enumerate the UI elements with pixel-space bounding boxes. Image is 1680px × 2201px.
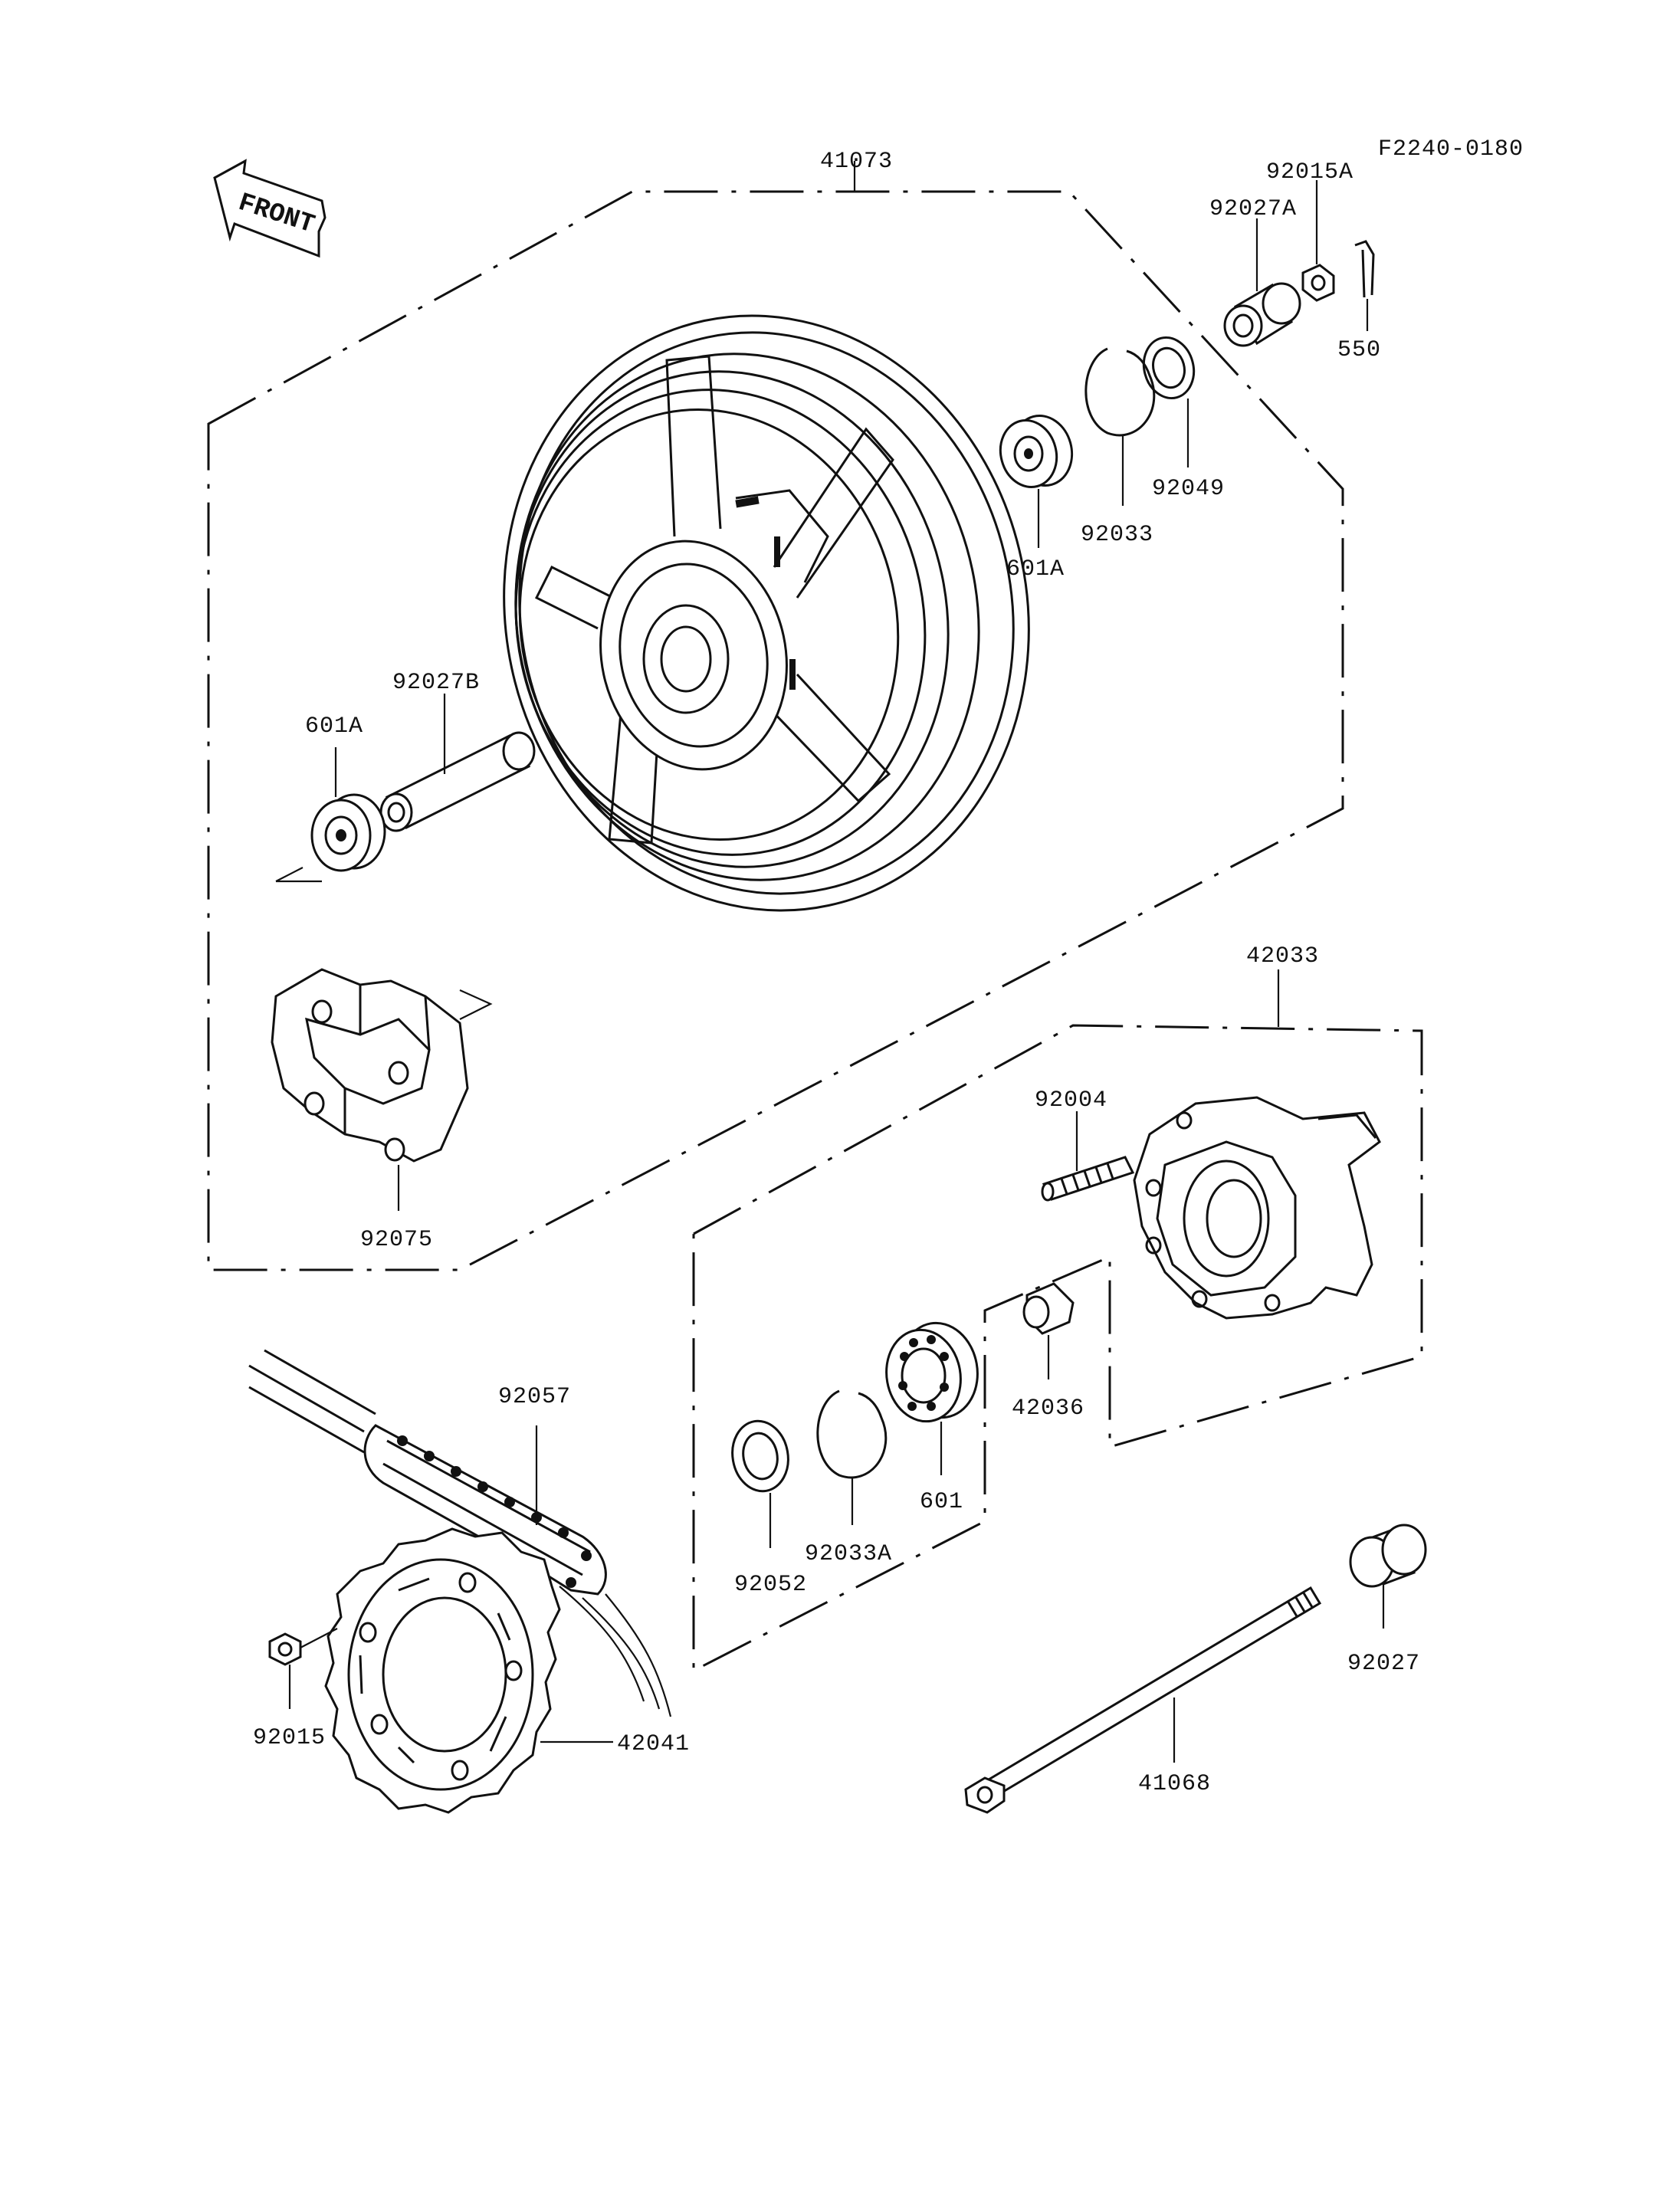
- circlip-a: [816, 1389, 888, 1479]
- axle: [964, 1586, 1322, 1814]
- stud: [1041, 1156, 1135, 1202]
- collar: [1349, 1524, 1427, 1588]
- bearing: [885, 1321, 979, 1423]
- sprocket-nut: [268, 1632, 302, 1666]
- label-sprocket: 42041: [617, 1731, 690, 1757]
- assembly-marker-left: [275, 867, 322, 883]
- label-circlip-right: 92033: [1081, 522, 1153, 548]
- label-collar-a-nut: 92015A: [1266, 159, 1354, 185]
- label-axle: 41068: [1138, 1771, 1211, 1797]
- assembly-marker-damper: [459, 989, 493, 1020]
- bearing-left: [310, 793, 386, 872]
- label-coupling: 42033: [1246, 943, 1319, 969]
- front-arrow-label: FRONT: [235, 189, 318, 241]
- collar-b: [379, 731, 536, 832]
- label-rear-wheel: 41073: [820, 149, 893, 175]
- label-bearing: 601: [920, 1489, 963, 1515]
- damper: [271, 968, 469, 1163]
- coupling-collar: [1022, 1282, 1075, 1335]
- leader-sprocket-nut-link: [300, 1628, 338, 1648]
- coupling: [1133, 1096, 1381, 1320]
- label-cotter-pin: 550: [1337, 337, 1381, 363]
- label-collar: 92027: [1347, 1651, 1420, 1677]
- circlip-right: [1084, 347, 1156, 437]
- label-stud: 92004: [1035, 1087, 1107, 1114]
- oil-seal-right: [1142, 336, 1196, 400]
- label-collar-b: 92027B: [392, 670, 480, 696]
- label-collar-a: 92027A: [1209, 196, 1297, 222]
- wheel-assembly-boundary: [207, 190, 1344, 1271]
- label-oil-seal: 92052: [734, 1572, 807, 1598]
- oil-seal: [731, 1419, 789, 1493]
- label-circlip-a: 92033A: [805, 1541, 892, 1567]
- label-bearing-right: 601A: [1006, 556, 1065, 582]
- label-coupling-collar: 42036: [1012, 1396, 1084, 1422]
- bearing-right: [999, 414, 1074, 489]
- chain: [248, 1349, 672, 1717]
- label-damper: 92075: [360, 1227, 433, 1253]
- label-sprocket-nut: 92015: [253, 1725, 326, 1751]
- label-chain: 92057: [498, 1384, 571, 1410]
- sprocket: [324, 1527, 561, 1814]
- label-bearing-left: 601A: [305, 713, 363, 740]
- cotter-pin: [1354, 240, 1375, 298]
- front-arrow-icon: FRONT: [213, 159, 326, 258]
- figure-code: F2240-0180: [1378, 136, 1524, 162]
- rear-wheel: [503, 314, 1030, 912]
- collar-a-nut: [1301, 264, 1335, 302]
- collar-a: [1223, 282, 1301, 347]
- coupling-assembly-boundary: [692, 1024, 1423, 1673]
- label-oil-seal-right: 92049: [1152, 476, 1225, 502]
